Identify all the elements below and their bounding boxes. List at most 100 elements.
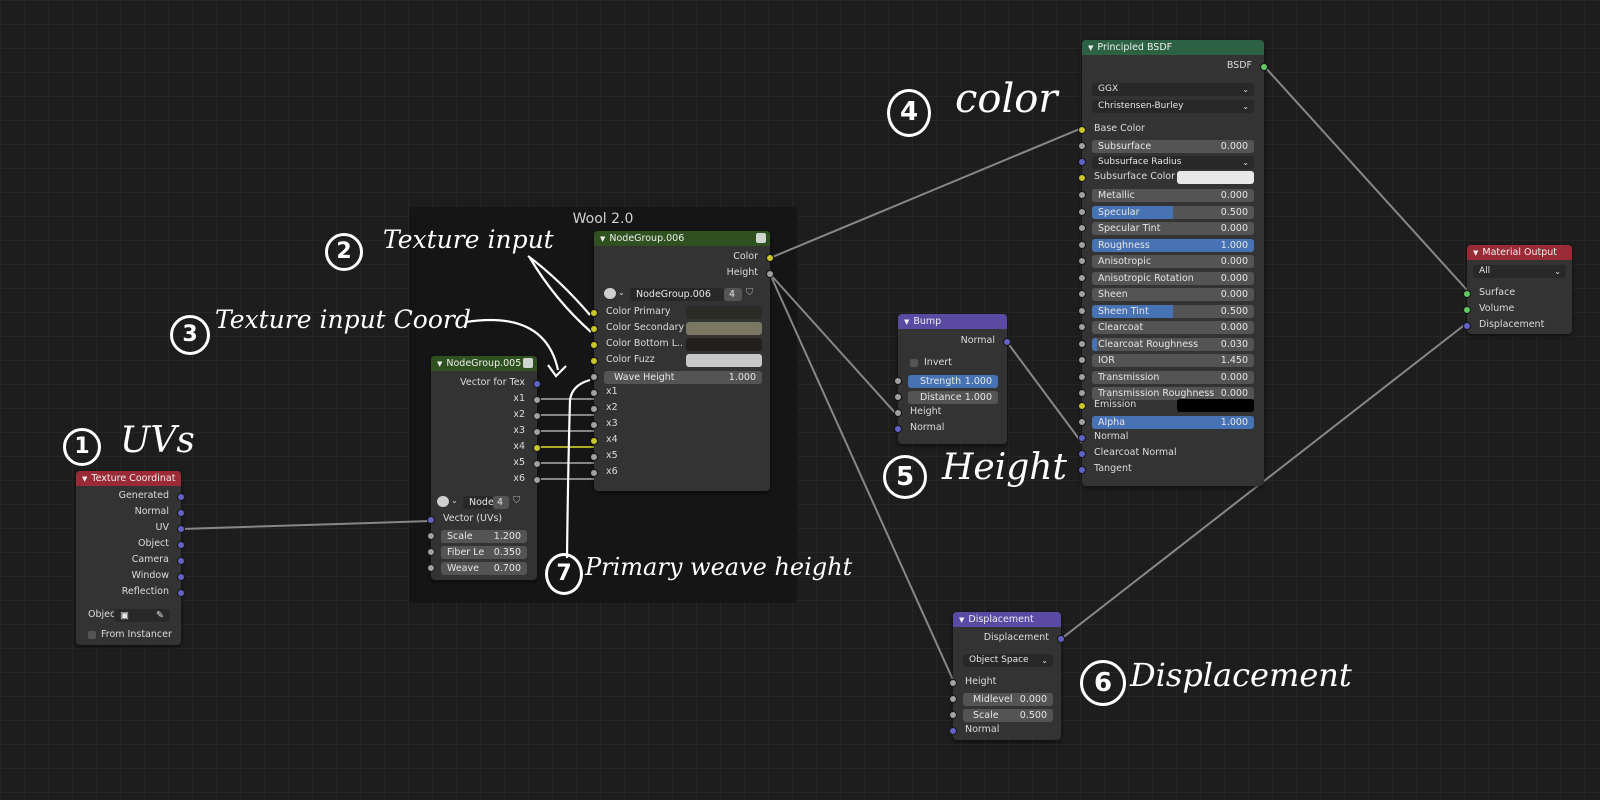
object-picker[interactable]: ▣✎ (114, 609, 170, 622)
nodegroup-005[interactable]: ▼NodeGroup.005 Vector for Tex x1 x2 x3 x… (427, 356, 541, 580)
collapse-icon[interactable]: ▼ (904, 318, 910, 326)
fake-user-shield-icon[interactable]: ⛉ (513, 495, 521, 506)
group-users-count[interactable]: 4 (724, 288, 742, 301)
socket-in-x2[interactable] (590, 405, 598, 413)
socket-displacement-out[interactable] (1057, 635, 1065, 643)
socket-tangent[interactable] (1078, 466, 1086, 474)
node-header[interactable]: ▼NodeGroup.006 (594, 231, 770, 246)
socket-x1[interactable] (533, 396, 541, 404)
socket-distance[interactable] (894, 393, 902, 401)
socket-bsdf-out[interactable] (1260, 63, 1268, 71)
socket-scale[interactable] (427, 532, 435, 540)
socket-sheen[interactable] (1078, 290, 1086, 298)
socket-subsurface-radius[interactable] (1078, 158, 1086, 166)
color-primary-swatch[interactable] (686, 306, 762, 319)
texture-coordinate-node[interactable]: ▼Texture Coordinat Generated Normal UV O… (76, 471, 185, 645)
socket-in-x6[interactable] (590, 469, 598, 477)
socket-x5[interactable] (533, 460, 541, 468)
node-tree-icon[interactable] (604, 288, 616, 299)
socket-normal-in[interactable] (894, 425, 902, 433)
collapse-icon[interactable]: ▼ (82, 475, 88, 483)
socket-roughness[interactable] (1078, 240, 1086, 249)
socket-displacement[interactable] (1463, 322, 1471, 330)
socket-color-secondary[interactable] (590, 325, 598, 333)
socket-vector-for-tex[interactable] (533, 380, 541, 388)
subsurface-color-swatch[interactable] (1177, 171, 1254, 184)
socket-generated[interactable] (177, 493, 185, 501)
socket-midlevel[interactable] (949, 695, 957, 703)
socket-transmission-roughness[interactable] (1078, 389, 1086, 397)
subsurface-radius-dropdown[interactable]: Subsurface Radius⌄ (1092, 156, 1254, 169)
socket-subsurface-color[interactable] (1078, 174, 1086, 182)
socket-x6[interactable] (533, 476, 541, 484)
socket-ior[interactable] (1078, 356, 1086, 364)
socket-object[interactable] (177, 541, 185, 549)
color-fuzz-swatch[interactable] (686, 354, 762, 367)
node-header[interactable]: ▼Texture Coordinat (76, 471, 181, 486)
socket-clearcoat-normal[interactable] (1078, 450, 1086, 458)
node-header[interactable]: ▼Principled BSDF (1082, 40, 1264, 55)
socket-transmission[interactable] (1078, 372, 1086, 381)
socket-normal-out[interactable] (1003, 338, 1011, 346)
socket-normal[interactable] (177, 509, 185, 517)
socket-vector-uvs[interactable] (427, 516, 435, 524)
socket-color-fuzz[interactable] (590, 357, 598, 365)
socket-height-in[interactable] (949, 679, 957, 687)
node-tree-icon[interactable] (437, 496, 449, 507)
socket-anisotropic-rotation[interactable] (1078, 273, 1086, 282)
socket-anisotropic[interactable] (1078, 257, 1086, 265)
socket-color-primary[interactable] (590, 309, 598, 317)
node-header[interactable]: ▼Displacement (953, 612, 1061, 627)
socket-base-color[interactable] (1078, 126, 1086, 134)
socket-camera[interactable] (177, 557, 185, 565)
socket-wave-height[interactable] (590, 373, 598, 381)
group-name-field[interactable]: NodeGroup.006 (630, 288, 724, 301)
socket-surface[interactable] (1463, 290, 1471, 298)
socket-height-in[interactable] (894, 409, 902, 417)
socket-metallic[interactable] (1078, 191, 1086, 199)
socket-specular[interactable] (1078, 207, 1086, 216)
socket-in-x5[interactable] (590, 453, 598, 461)
socket-scale[interactable] (949, 711, 957, 719)
socket-emission[interactable] (1078, 402, 1086, 410)
socket-height-out[interactable] (766, 270, 774, 278)
node-header[interactable]: ▼NodeGroup.005 (431, 356, 537, 371)
fake-user-shield-icon[interactable]: ⛉ (746, 287, 754, 298)
principled-bsdf-node[interactable]: ▼Principled BSDF BSDF GGX⌄ Christensen-B… (1078, 40, 1268, 486)
group-users-count[interactable]: 4 (493, 496, 509, 509)
socket-clearcoat-roughness[interactable] (1078, 339, 1086, 348)
from-instancer-checkbox[interactable] (88, 631, 96, 639)
socket-reflection[interactable] (177, 589, 185, 597)
node-header[interactable]: ▼Bump (898, 314, 1007, 329)
color-secondary-swatch[interactable] (686, 322, 762, 335)
socket-uv[interactable] (177, 525, 185, 533)
eyedropper-icon[interactable]: ✎ (156, 610, 164, 621)
nodegroup-006[interactable]: ▼NodeGroup.006 Color Height ⌄ NodeGroup.… (590, 231, 774, 491)
socket-strength[interactable] (894, 377, 902, 385)
socket-normal-in[interactable] (949, 727, 957, 735)
collapse-icon[interactable]: ▼ (600, 235, 606, 243)
chevron-down-icon[interactable]: ⌄ (451, 496, 458, 505)
socket-fiber-length[interactable] (427, 548, 435, 556)
socket-specular-tint[interactable] (1078, 224, 1086, 232)
